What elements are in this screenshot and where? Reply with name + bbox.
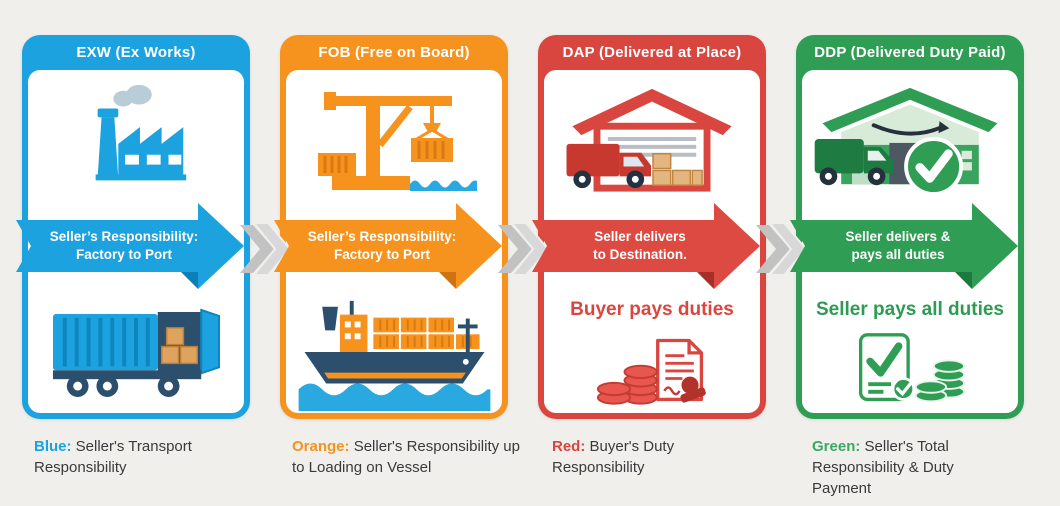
icon-area-top <box>796 73 1024 205</box>
incoterm-panel-fob: FOB (Free on Board) <box>274 35 508 419</box>
caption-text: Seller's Total Responsibility & Duty Pay… <box>812 438 954 497</box>
ribbon-arrow-icon <box>532 203 760 289</box>
ribbon-arrow-icon <box>790 203 1018 289</box>
responsibility-arrow: Seller delivers & pays all duties <box>790 203 1018 289</box>
icon-area-bottom <box>796 331 1024 407</box>
arrow-label-line2: pays all duties <box>851 247 945 262</box>
duty-note: Buyer pays duties <box>570 299 734 320</box>
arrow-label-line2: Factory to Port <box>75 247 172 262</box>
arrow-label-line1: Seller delivers & <box>845 229 951 244</box>
panel-title-ddp: DDP (Delivered Duty Paid) <box>814 44 1006 61</box>
ribbon-arrow-icon <box>16 203 244 289</box>
caption-lead: Green: <box>812 438 861 455</box>
duty-note: Seller pays all duties <box>816 299 1004 320</box>
arrow-label-line1: Seller’s Responsibility: <box>307 229 457 244</box>
icon-area-top <box>538 73 766 205</box>
caption-ddp: Green: Seller's Total Responsibility & D… <box>812 436 984 499</box>
incoterm-panel-dap: DAP (Delivered at Place) <box>532 35 766 419</box>
fulfillment-warehouse-check-icon <box>814 87 997 196</box>
icon-area-bottom <box>538 331 766 407</box>
panel-title-fob: FOB (Free on Board) <box>318 44 470 61</box>
responsibility-arrow: Seller delivers to Destination. <box>532 203 760 289</box>
caption-dap: Red: Buyer's Duty Responsibility <box>552 436 707 478</box>
icon-area-bottom <box>22 293 250 411</box>
caption-lead: Orange: <box>292 438 350 455</box>
arrow-label: Seller delivers & pays all duties <box>790 220 1006 272</box>
arrow-label-line2: to Destination. <box>593 247 687 262</box>
icon-area-top <box>22 73 250 205</box>
caption-fob: Orange: Seller's Responsibility up to Lo… <box>292 436 532 478</box>
checklist-coins-icon <box>858 333 965 403</box>
caption-lead: Blue: <box>34 438 72 455</box>
arrow-label: Seller delivers to Destination. <box>532 220 748 272</box>
double-chevron-right-icon <box>498 222 550 276</box>
double-chevron-right-icon <box>756 222 808 276</box>
arrow-label: Seller’s Responsibility: Factory to Port <box>16 220 232 272</box>
responsibility-arrow: Seller’s Responsibility: Factory to Port <box>274 203 502 289</box>
caption-text: Seller's Transport Responsibility <box>34 438 192 476</box>
panel-title-exw: EXW (Ex Works) <box>76 44 196 61</box>
caption-text: Buyer's Duty Responsibility <box>552 438 675 476</box>
incoterm-panel-ddp: DDP (Delivered Duty Paid) <box>790 35 1024 419</box>
arrow-label-line2: Factory to Port <box>333 247 430 262</box>
chevron-separator <box>240 221 292 277</box>
icon-area-bottom <box>280 293 508 411</box>
factory-icon <box>95 84 187 181</box>
arrow-label-line1: Seller’s Responsibility: <box>49 229 199 244</box>
double-chevron-right-icon <box>240 222 292 276</box>
arrow-label-line1: Seller delivers <box>594 229 686 244</box>
panel-title-dap: DAP (Delivered at Place) <box>562 44 742 61</box>
warehouse-delivery-truck-icon <box>566 88 732 192</box>
ribbon-arrow-icon <box>274 203 502 289</box>
icon-area-top <box>280 73 508 205</box>
caption-text: Seller's Responsibility up to Loading on… <box>292 438 520 476</box>
incoterm-panel-exw: EXW (Ex Works) Seller’s Responsibili <box>16 35 250 419</box>
caption-exw: Blue: Seller's Transport Responsibility <box>34 436 226 478</box>
chevron-separator <box>756 221 808 277</box>
container-truck-icon <box>52 308 221 397</box>
caption-lead: Red: <box>552 438 586 455</box>
responsibility-arrow: Seller’s Responsibility: Factory to Port <box>16 203 244 289</box>
coins-stamped-document-icon <box>596 338 706 405</box>
cargo-ship-icon <box>298 300 490 411</box>
arrow-label: Seller’s Responsibility: Factory to Port <box>274 220 490 272</box>
chevron-separator <box>498 221 550 277</box>
port-crane-icon <box>317 92 477 191</box>
